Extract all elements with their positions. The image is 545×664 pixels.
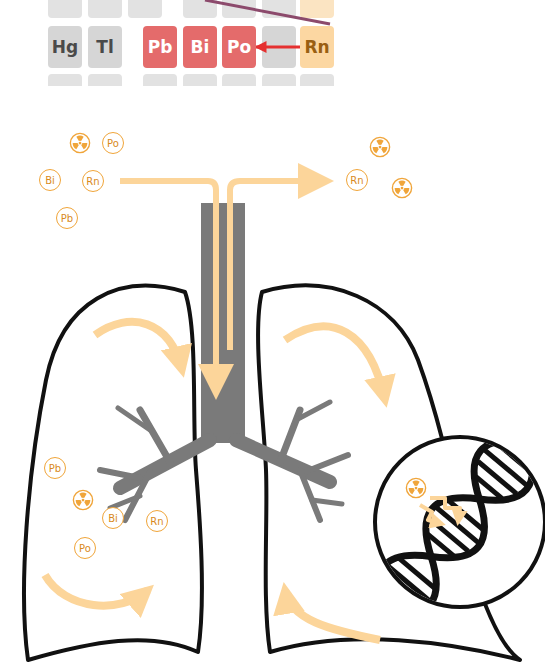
radiation-symbol — [406, 478, 425, 497]
element-symbol: Po — [227, 37, 251, 57]
element-atom: Pb — [44, 457, 66, 479]
element-symbol: Rn — [350, 175, 363, 186]
element-atom: Pb — [56, 207, 78, 229]
radiation-symbol — [370, 137, 389, 156]
element-symbol: Bi — [191, 37, 210, 57]
element-cell: Rn — [300, 26, 334, 68]
radiation-symbol — [73, 490, 92, 509]
bronchial-tree — [100, 402, 348, 520]
element-atom: Bi — [39, 169, 61, 191]
element-symbol: Bi — [45, 175, 55, 186]
element-symbol: Rn — [304, 37, 329, 57]
element-symbol: Pb — [49, 463, 61, 474]
element-symbol: Rn — [86, 176, 99, 187]
periodic-table-strip — [48, 0, 334, 86]
element-symbol: Pb — [61, 213, 73, 224]
element-cell: Tl — [88, 26, 122, 68]
element-symbol: Po — [79, 543, 91, 554]
element-atom: Po — [102, 132, 124, 154]
element-symbol: Bi — [108, 513, 118, 524]
element-atom: Po — [74, 537, 96, 559]
element-symbol: Tl — [96, 37, 113, 57]
element-symbol: Pb — [148, 37, 173, 57]
element-symbol: Hg — [52, 37, 78, 57]
radiation-symbol — [392, 178, 411, 197]
decay-arrow — [256, 46, 300, 49]
element-cell: Bi — [183, 26, 217, 68]
element-symbol: Po — [107, 138, 119, 149]
radiation-symbol — [70, 133, 89, 152]
element-atom: Rn — [82, 170, 104, 192]
element-cell: Po — [222, 26, 256, 68]
element-atom: Bi — [102, 507, 124, 529]
element-atom: Rn — [346, 169, 368, 191]
dna-helix — [357, 386, 545, 635]
element-cell: Hg — [48, 26, 82, 68]
left-lung — [24, 286, 202, 660]
element-atom: Rn — [146, 510, 168, 532]
element-cell: Pb — [143, 26, 177, 68]
element-symbol: Rn — [150, 516, 163, 527]
trachea — [201, 203, 245, 443]
zoom-circle — [375, 437, 545, 607]
